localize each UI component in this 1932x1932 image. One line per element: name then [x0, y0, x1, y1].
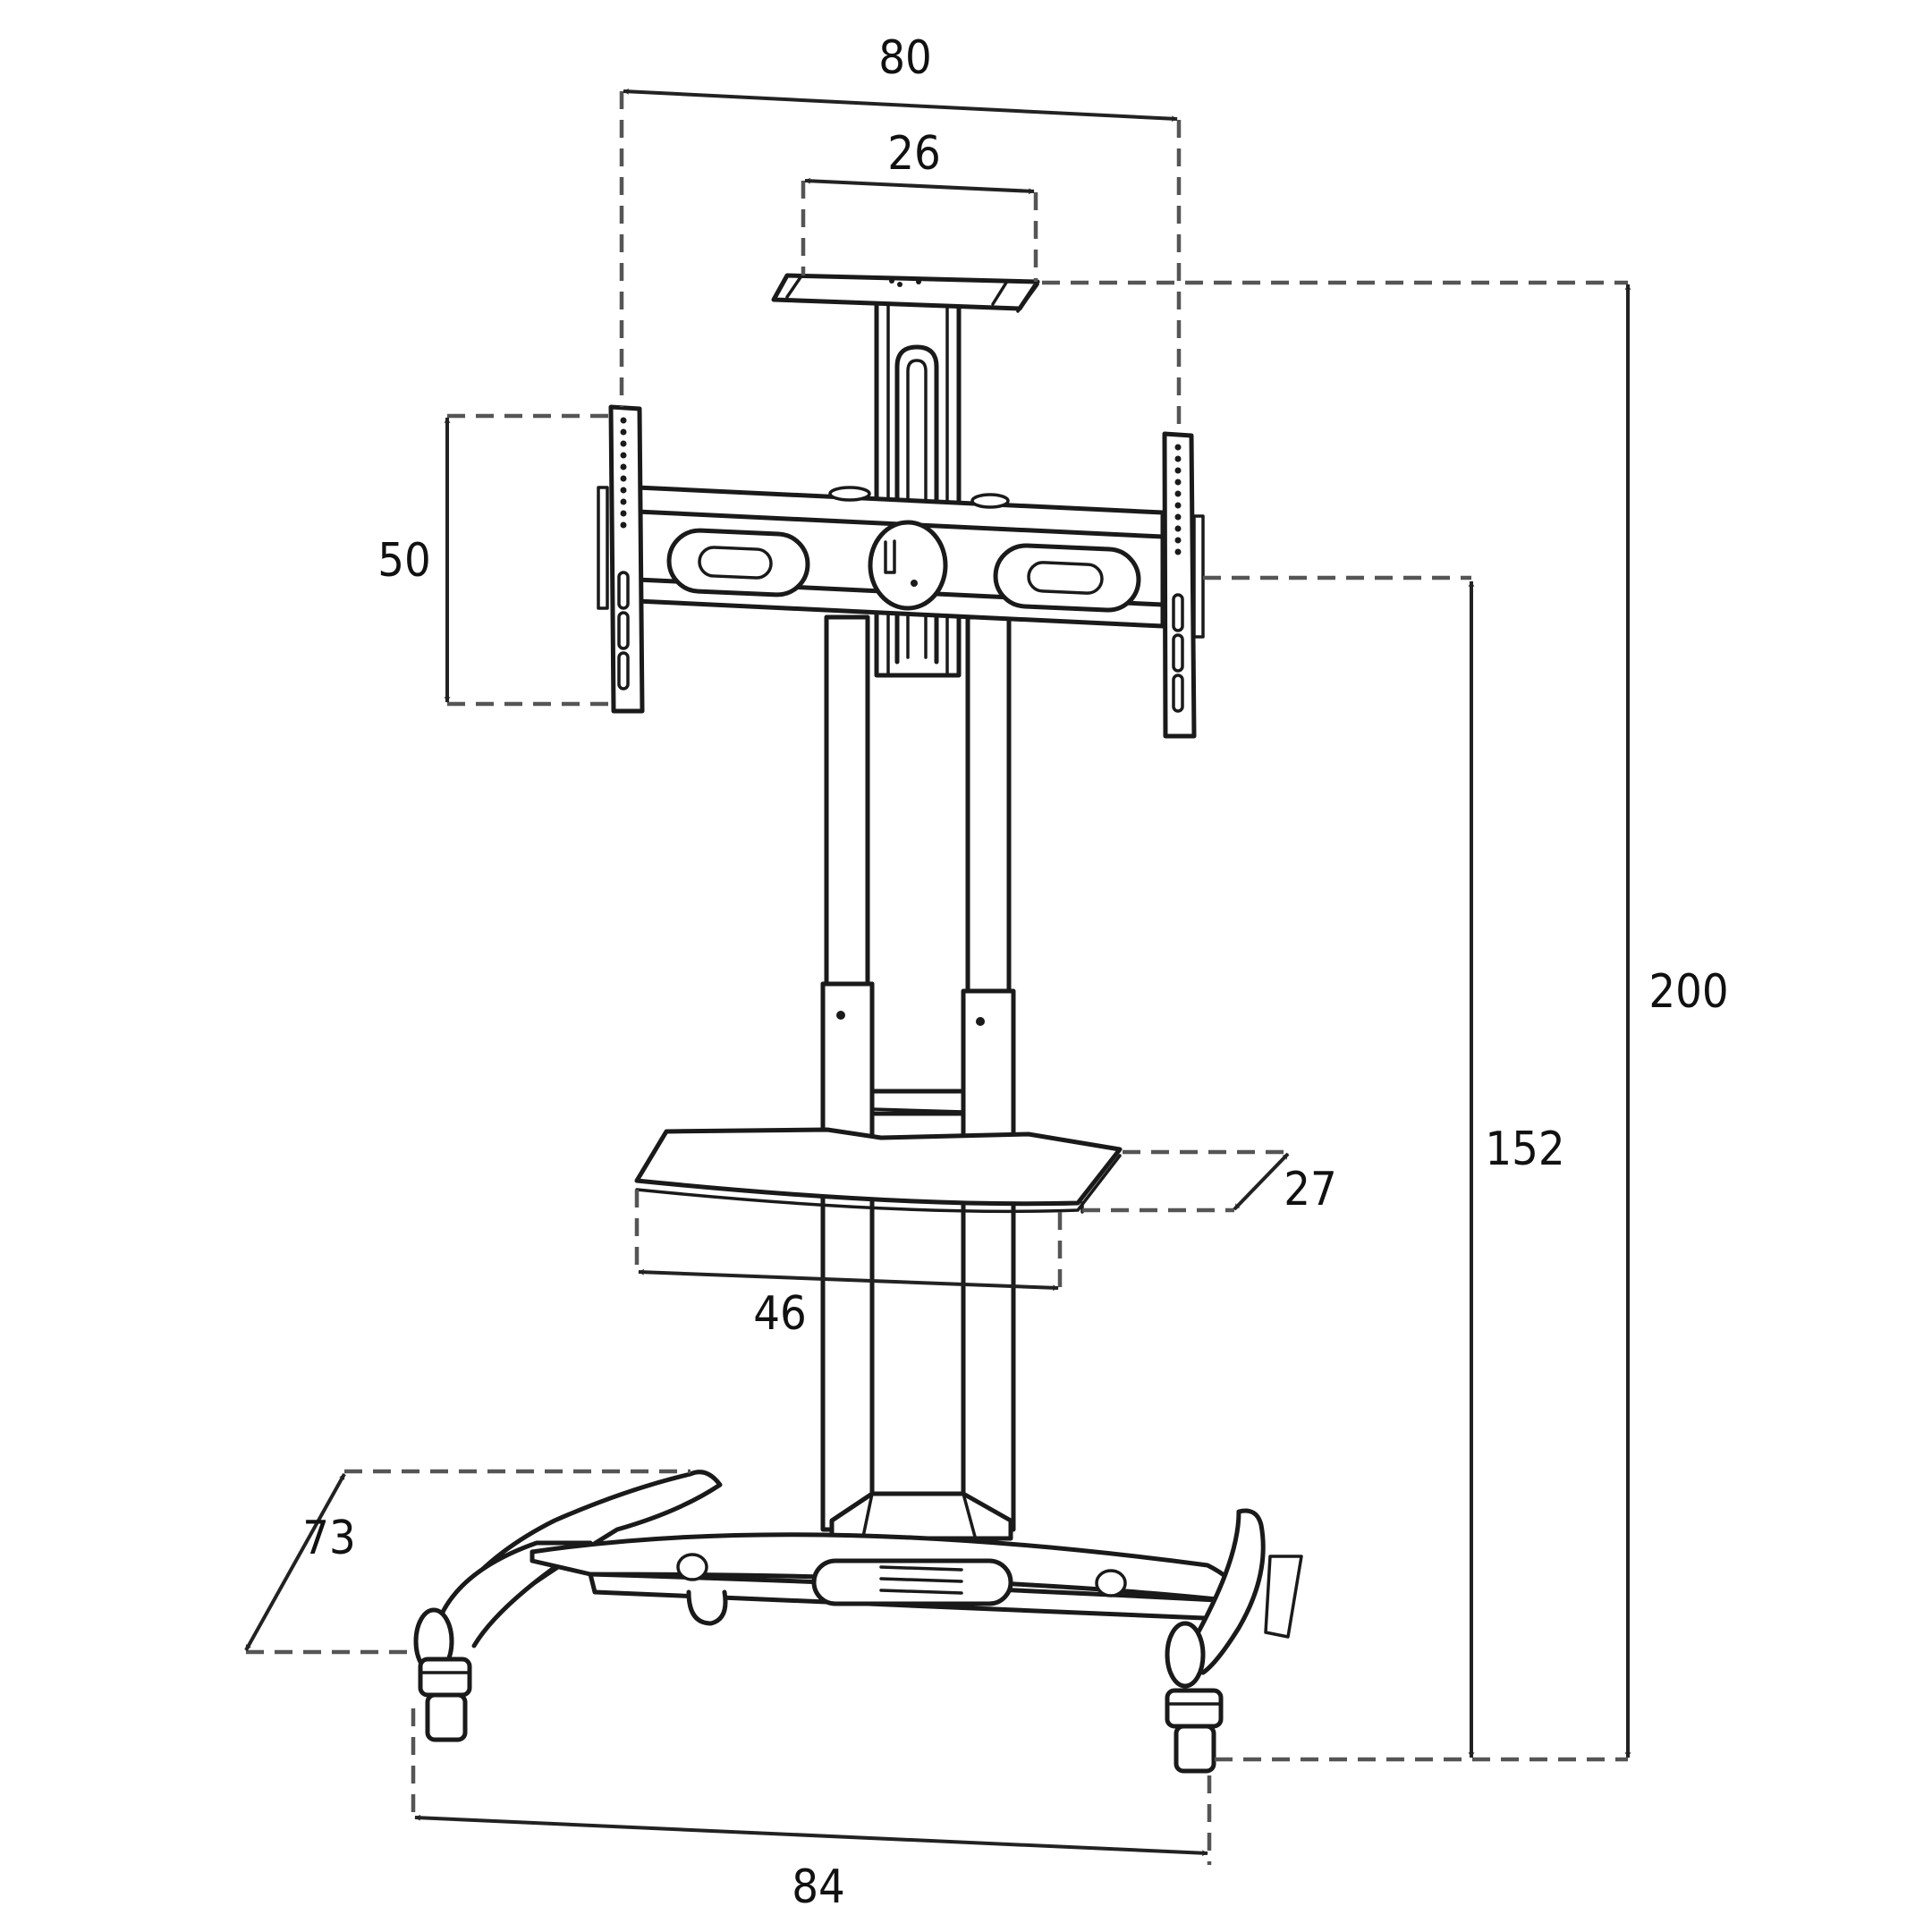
dimension-label-bracket-height: 50	[377, 534, 431, 588]
dimension-top-shelf-width: 26	[801, 127, 1038, 282]
rail-holes-right	[1174, 444, 1182, 555]
upper-column	[874, 297, 962, 678]
dimension-label-top-shelf-width: 26	[887, 127, 941, 181]
dimension-shelf-depth: 27	[1082, 1149, 1337, 1216]
front-right-caster	[1165, 1621, 1224, 1774]
right-vertical-rail	[1162, 431, 1205, 739]
rail-holes-left	[620, 417, 627, 529]
dimension-overall-height: 200	[1042, 280, 1729, 1758]
av-shelf	[634, 1127, 1123, 1214]
dimension-base-width: 84	[411, 1708, 1212, 1914]
dimension-lines: 80 26 200 152 50	[244, 31, 1729, 1914]
main-columns	[820, 614, 1016, 1541]
dimension-label-overall-height: 200	[1648, 965, 1728, 1019]
left-vertical-rail	[597, 404, 645, 714]
dimension-label-base-depth: 73	[302, 1512, 356, 1565]
dimension-label-shelf-width: 46	[753, 1287, 807, 1341]
dimension-label-base-width: 84	[792, 1860, 845, 1914]
tv-mount-bar	[634, 485, 1165, 629]
dimension-bracket-height: 50	[377, 413, 610, 707]
dimension-shelf-width: 46	[634, 1190, 1063, 1341]
dimension-center-height: 152	[1203, 575, 1628, 1762]
stand-drawing	[413, 273, 1303, 1774]
dimension-label-center-height: 152	[1485, 1123, 1564, 1176]
front-left-caster	[413, 1607, 472, 1742]
dimension-label-shelf-depth: 27	[1284, 1163, 1337, 1216]
top-camera-shelf	[771, 273, 1040, 313]
base	[413, 1470, 1303, 1774]
dimension-label-overall-width: 80	[878, 31, 932, 85]
dimension-base-depth: 73	[244, 1469, 691, 1655]
dimension-overall-width: 80	[619, 31, 1182, 434]
